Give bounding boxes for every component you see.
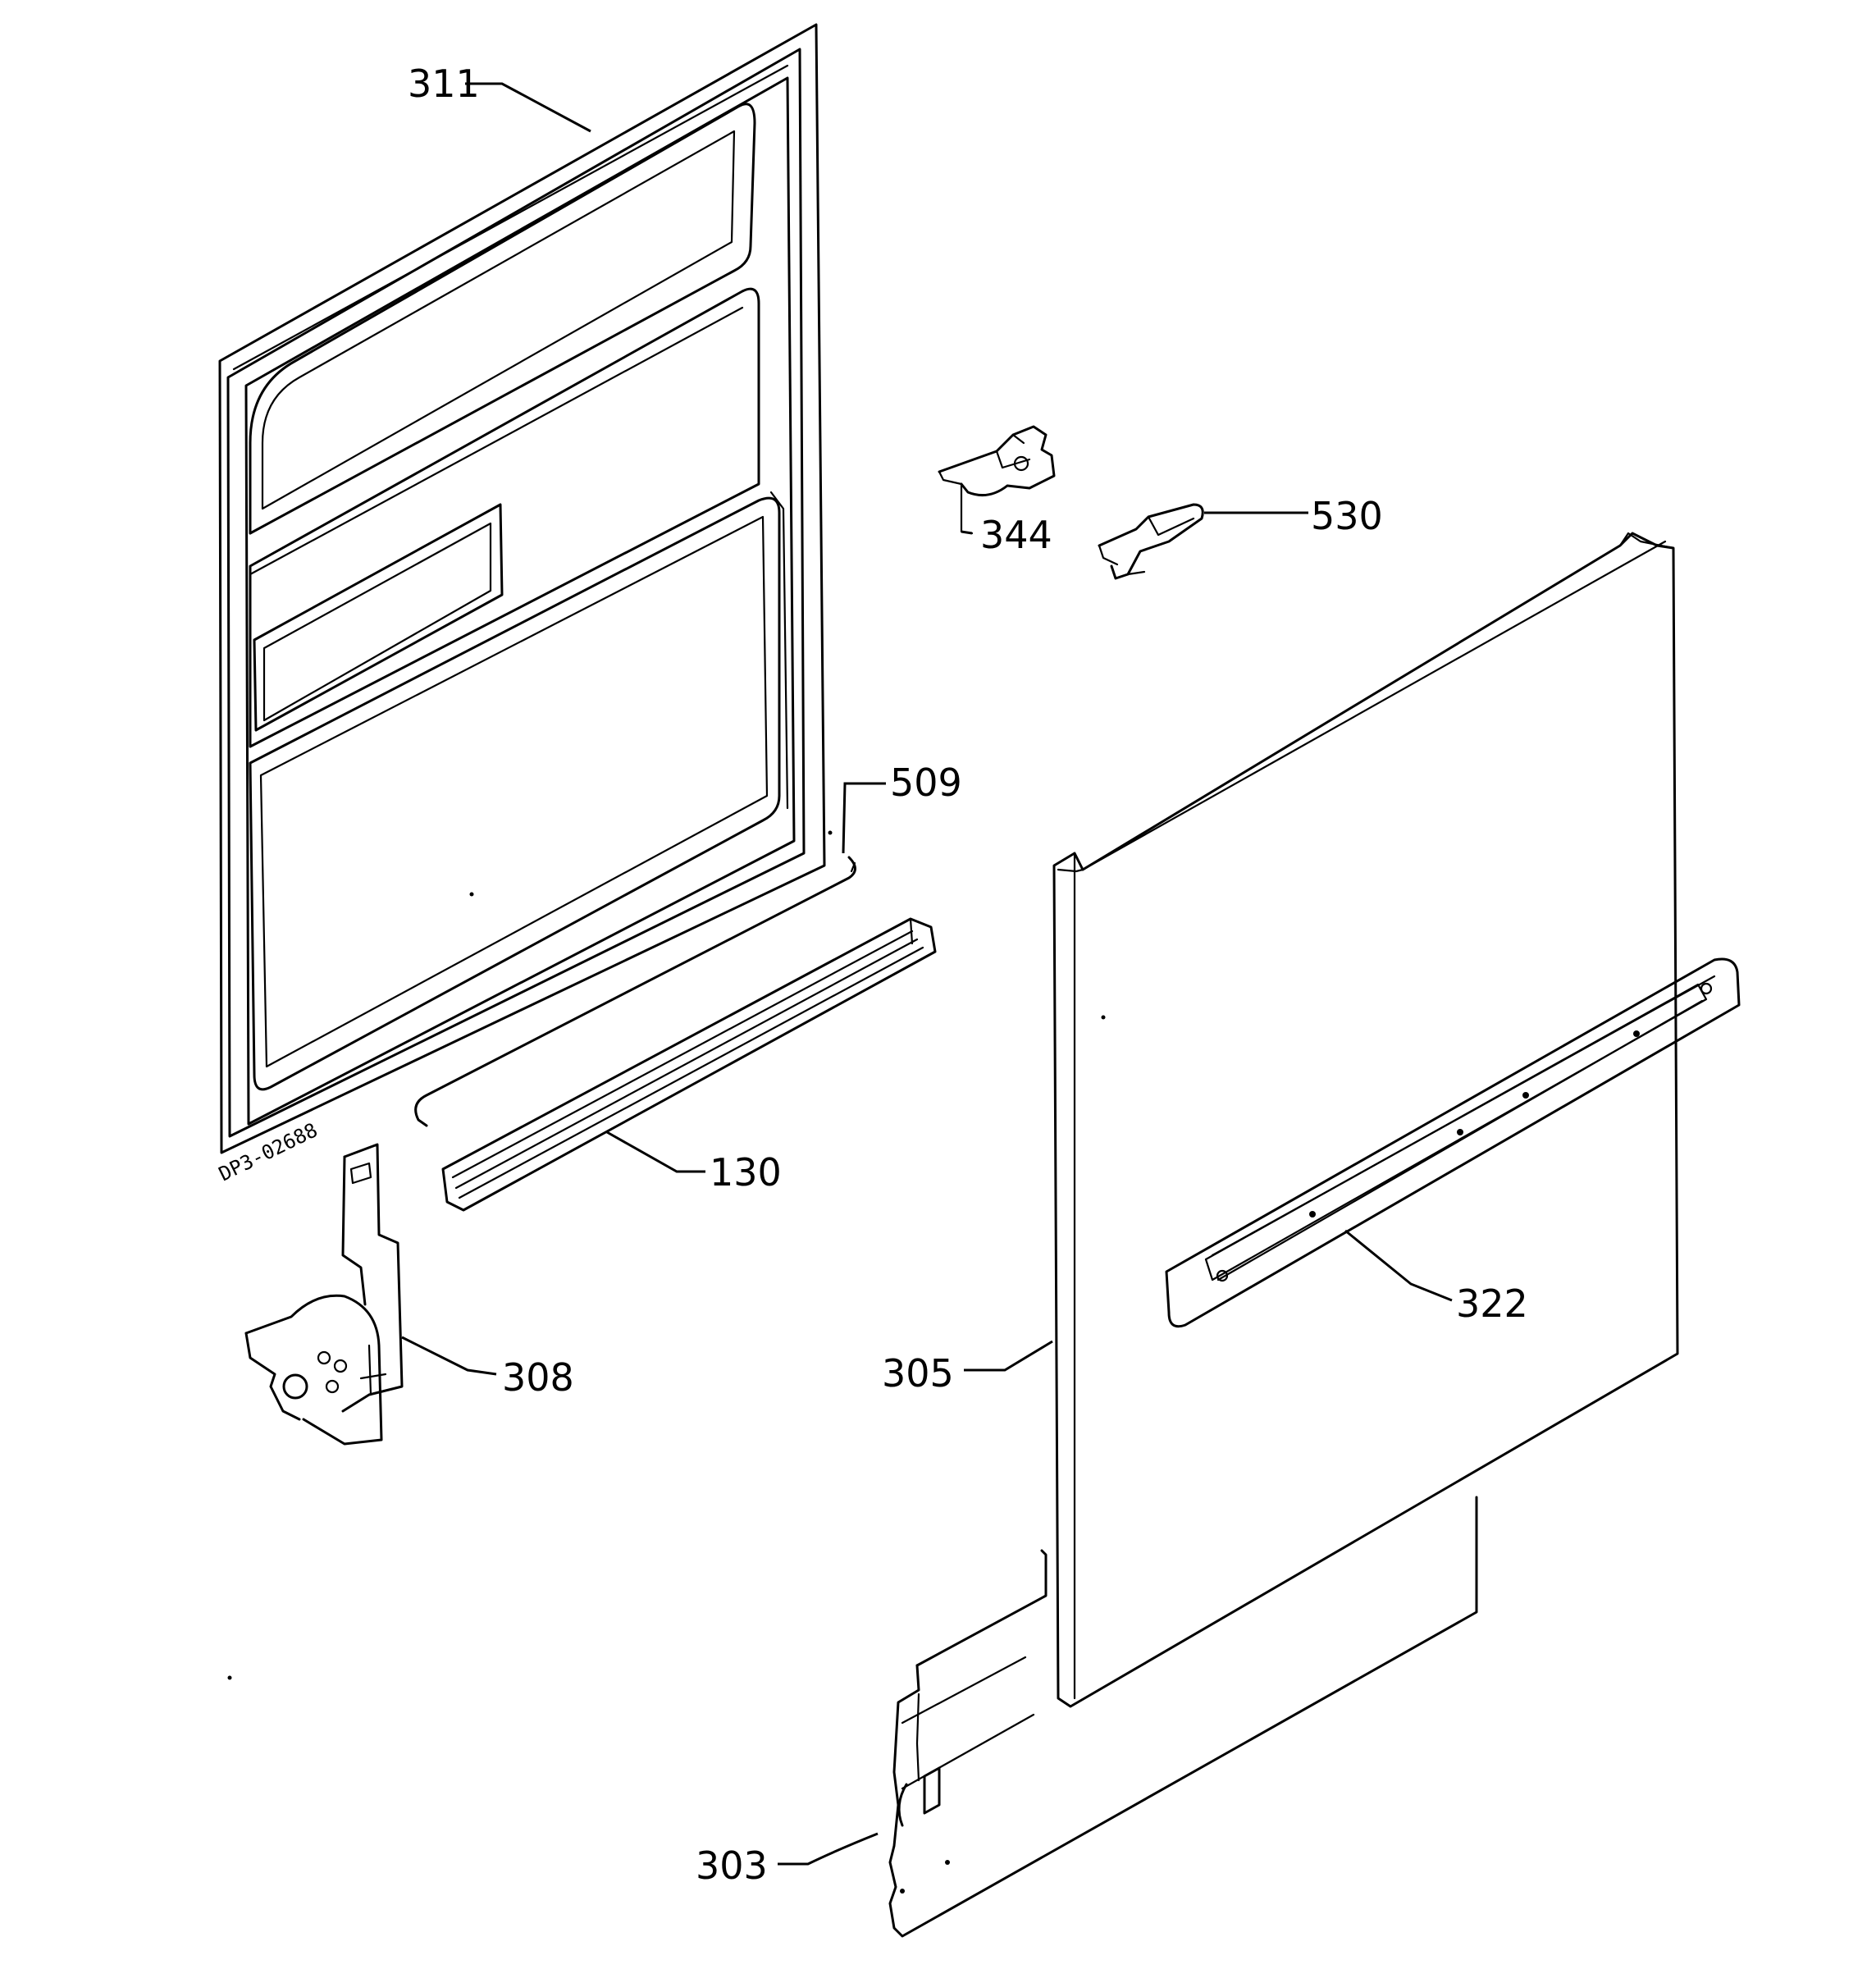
handle-rail [1165,957,1741,1328]
drawing-code: DP3-02688 [215,1118,321,1186]
callout-130: 130 [710,1150,782,1195]
callout-322: 322 [1456,1281,1528,1326]
wire-rod [414,856,856,1127]
callout-303: 303 [696,1843,768,1888]
outer-door-panel [1052,532,1679,1708]
inner-door-panel [218,23,833,1154]
callout-305: 305 [882,1351,954,1396]
callout-509: 509 [890,761,962,805]
leader-lines [401,82,1453,1866]
callout-530: 530 [1311,494,1383,538]
callout-311: 311 [408,62,480,106]
base-plate [227,1496,1478,1938]
latch-handle [1098,503,1204,580]
callout-344: 344 [980,513,1052,557]
door-hinge [244,1143,404,1446]
callout-308: 308 [502,1355,574,1400]
seal-channel [441,917,937,1212]
